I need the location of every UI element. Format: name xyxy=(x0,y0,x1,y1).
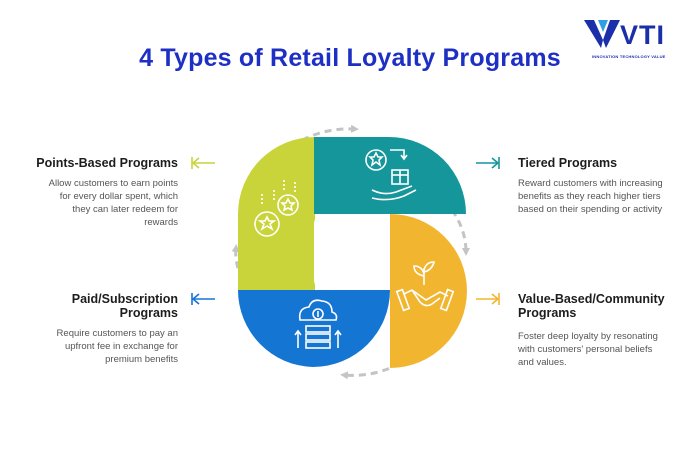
cycle-arrow-top xyxy=(281,124,359,155)
points-arrow-icon xyxy=(191,157,215,169)
vti-logo: VTI INNOVATION TECHNOLOGY VALUE xyxy=(584,16,684,62)
tiered-segment xyxy=(314,137,466,214)
tiered-description: Reward customers with increasing benefit… xyxy=(518,178,663,215)
cloud-money-server-icon xyxy=(294,299,342,349)
handshake-plant-icon xyxy=(395,261,455,312)
points-based-heading: Points-Based Programs xyxy=(36,156,178,170)
value-arrow-icon xyxy=(476,293,500,305)
value-based-segment xyxy=(390,214,467,368)
stars-coins-icon xyxy=(254,180,299,237)
star-gift-hand-icon xyxy=(365,149,417,201)
vti-logo-mark-icon xyxy=(584,20,620,48)
logo-wordmark: VTI xyxy=(620,20,666,50)
paid-subscription-description: Require customers to pay an upfront fee … xyxy=(56,328,178,365)
value-based-heading: Value-Based/Community Programs xyxy=(518,292,665,320)
tiered-heading: Tiered Programs xyxy=(518,156,618,170)
cycle-arrow-right xyxy=(450,209,470,256)
paid-arrow-icon xyxy=(191,293,215,305)
points-based-description: Allow customers to earn points for every… xyxy=(48,178,178,228)
paid-subscription-segment xyxy=(237,290,390,367)
value-based-description: Foster deep loyalty by resonating with c… xyxy=(518,331,658,368)
page-title: 4 Types of Retail Loyalty Programs xyxy=(139,44,561,72)
tiered-arrow-icon xyxy=(476,157,500,169)
center-square xyxy=(314,214,390,290)
paid-subscription-heading: Paid/Subscription Programs xyxy=(71,292,178,320)
points-based-segment xyxy=(238,137,315,290)
logo-tagline: INNOVATION TECHNOLOGY VALUE xyxy=(592,54,666,59)
